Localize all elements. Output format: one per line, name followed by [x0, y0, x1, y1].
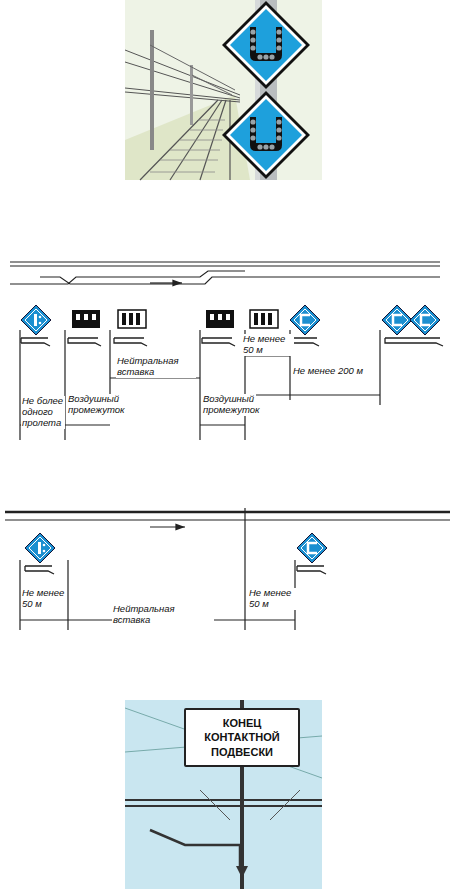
current-off-sign — [25, 533, 55, 563]
dimension-label: Не менее 50 м — [21, 588, 67, 610]
dimension-label: Воздушный промежуток — [67, 394, 121, 416]
current-on-sign — [410, 305, 440, 335]
dimension-label: Воздушный промежуток — [202, 394, 256, 416]
dimension-label: Нейтральная вставка — [112, 604, 214, 626]
end-of-catenary-scene — [125, 700, 322, 889]
dimension-label: Не менее 50 м — [242, 334, 294, 356]
current-on-sign — [382, 305, 412, 335]
dimension-label: Не более одного пролета — [21, 396, 65, 429]
current-off-sign — [21, 305, 51, 335]
neutral-insert-diagram — [10, 262, 440, 440]
sign-board: КОНЕЦ КОНТАКТНОЙ ПОДВЕСКИ — [184, 708, 300, 767]
current-on-sign — [290, 305, 320, 335]
pantograph-lower-sign-illustration — [125, 0, 322, 180]
dimension-label: Не менее 200 м — [292, 366, 364, 377]
dimension-label: Нейтральная вставка — [116, 356, 196, 378]
current-on-sign — [297, 533, 327, 563]
dimension-label: Не менее 50 м — [248, 588, 300, 610]
short-neutral-insert-diagram — [5, 508, 450, 630]
sign-text: КОНЕЦ КОНТАКТНОЙ ПОДВЕСКИ — [190, 716, 294, 759]
